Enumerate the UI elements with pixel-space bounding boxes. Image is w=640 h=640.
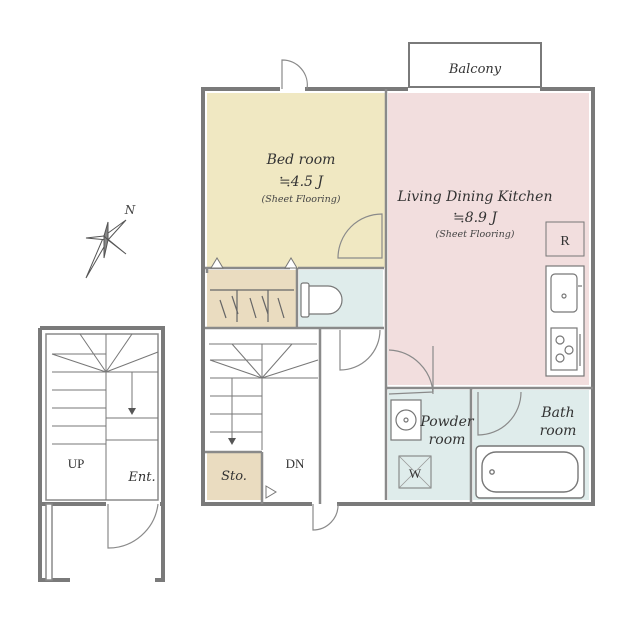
inner-walls (205, 89, 593, 504)
stove-icon (550, 327, 581, 371)
washer-icon: W (398, 455, 432, 489)
sink-icon (550, 273, 582, 313)
toilet-icon (300, 282, 343, 318)
bath-name-line1: Bath (540, 405, 574, 421)
ldk-floor: (Sheet Flooring) (436, 229, 515, 240)
bath-name-line2: room (540, 423, 577, 439)
stairs-up-label: UP (68, 456, 85, 471)
wash-basin-icon (390, 399, 422, 441)
ldk-name: Living Dining Kitchen (397, 189, 553, 205)
bedroom-size: ≒4.5 J (279, 174, 324, 190)
bedroom-name: Bed room (266, 152, 336, 168)
balcony (408, 42, 542, 88)
closet-area (207, 270, 296, 327)
balcony-label: Balcony (448, 62, 502, 77)
bedroom-floor: (Sheet Flooring) (262, 194, 341, 205)
stairs-common (51, 333, 159, 500)
refrigerator-label: R (560, 234, 570, 249)
doors (107, 59, 522, 549)
bedroom-area (207, 93, 385, 268)
storage-name: Sto. (221, 469, 247, 484)
outer-walls (201, 87, 595, 506)
stairs-down-label: DN (286, 456, 305, 471)
closet-fittings (210, 289, 294, 322)
refrigerator-icon: R (545, 221, 585, 257)
ldk-size: ≒8.9 J (453, 210, 498, 226)
bathtub-icon (475, 445, 585, 499)
washer-label: W (409, 466, 422, 481)
entrance-label: Ent. (127, 470, 155, 485)
stairwell-inner (45, 333, 159, 581)
powder-name-line2: room (429, 432, 466, 448)
storage-area (207, 452, 262, 500)
kitchen-counter (545, 265, 585, 377)
north-label: N (124, 203, 136, 217)
powder-name-line1: Powder (419, 414, 475, 430)
stairs-unit (208, 337, 319, 499)
compass-rose-icon (85, 219, 127, 279)
vent-marks (210, 257, 298, 269)
